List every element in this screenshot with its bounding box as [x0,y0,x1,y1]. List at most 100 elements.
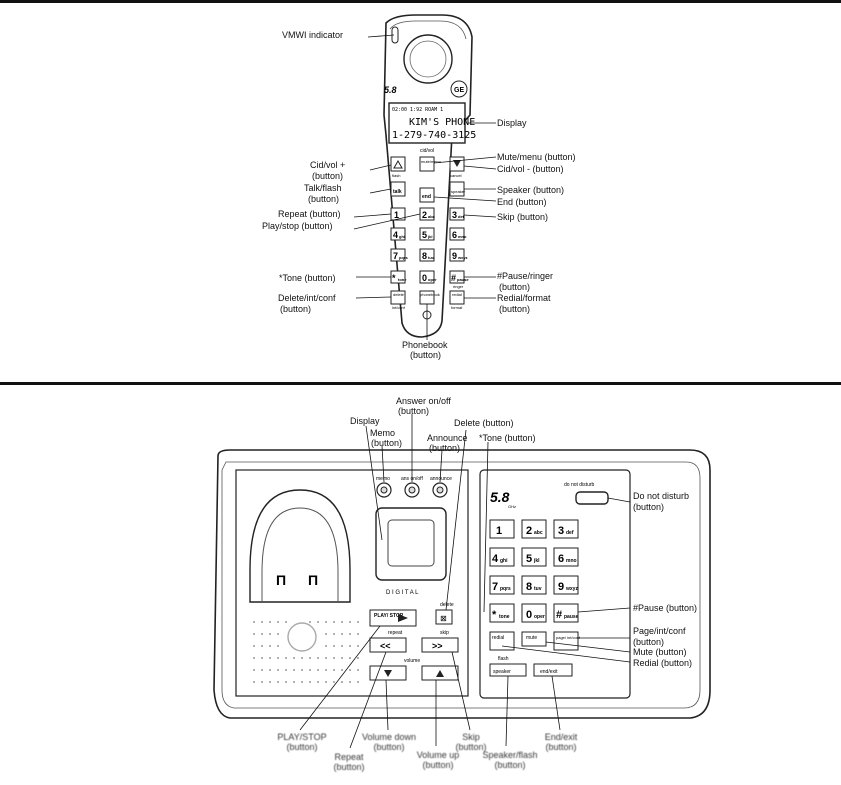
base-key-4[interactable] [489,547,515,567]
talk-key-label: talk [393,189,402,195]
base-vol-up-label-2: (button) [422,760,454,770]
key-star-letters: tone [398,277,407,282]
tone-label: *Tone (button) [279,273,336,283]
base-repeat-label-2: (button) [333,762,365,772]
base-delete-button[interactable] [435,609,453,625]
key-pound-symbol: # [451,273,456,283]
key-8-letters: tuv [428,255,435,260]
handset-display [388,102,466,144]
rewind-icon: << [380,641,391,651]
base-answer-label: Answer on/off [396,396,451,406]
base-display-window [387,519,435,567]
key-7[interactable] [390,248,406,262]
key-0-letters: oper [428,277,437,282]
play-stop-key-label: PLAY/ STOP [374,613,404,619]
base-end-exit-key-label: end/exit [540,669,558,675]
base-mute-label: Mute (button) [633,647,687,657]
key-4-letters: ghi [399,234,405,239]
base-display-label: Display [350,416,380,426]
base-skip-label: Skip [462,732,480,742]
key-9[interactable] [449,248,465,262]
key-4-digit: 4 [393,230,398,240]
base-key-5-digit: 5 [526,553,532,565]
base-key-7-letters: pqrs [500,586,511,592]
key-6[interactable] [449,227,465,241]
repeat-button[interactable] [369,637,407,653]
base-key-1[interactable] [489,519,515,539]
middle-rule [0,382,841,385]
key-3[interactable] [449,207,465,221]
base-page-label-2: (button) [633,637,665,647]
talk-flash-label-2: (button) [308,194,340,204]
redial-format-label-2: (button) [499,304,531,314]
redial-key-label: redial [452,292,462,297]
base-key-0[interactable] [521,603,547,623]
handset-brand-logo: 5.8 [384,85,397,95]
cid-vol-minus-label: Cid/vol - (button) [497,164,564,174]
phonebook-label: Phonebook [402,340,448,350]
key-0[interactable] [419,270,435,284]
base-key-9[interactable] [553,575,579,595]
base-key-8-digit: 8 [526,581,532,593]
base-key-pound-pause[interactable] [553,603,579,623]
key-3-letters: def [458,214,465,219]
skip-button[interactable] [421,637,459,653]
cid-vol-up-button[interactable] [390,156,406,172]
key-8[interactable] [419,248,435,262]
cid-vol-caption: cid/vol [420,148,434,154]
skip-caption: skip [440,630,449,636]
redial-format-button[interactable] [449,290,465,305]
delete-int-conf-button[interactable] [390,290,406,305]
key-4[interactable] [390,227,406,241]
page-int-conf-button[interactable] [553,631,579,651]
base-end-exit-button[interactable] [533,663,573,677]
cid-vol-plus-label-2: (button) [312,171,344,181]
volume-up-icon [436,670,444,677]
base-mute-button[interactable] [521,631,547,647]
key-6-letters: mno [458,234,467,239]
key-9-letters: wxyz [457,255,468,260]
base-play-stop-label: PLAY/STOP [277,732,327,742]
base-key-star-letters: tone [499,614,510,620]
play-stop-button[interactable] [369,609,417,627]
mute-menu-label: Mute/menu (button) [497,152,576,162]
base-leader-lines [299,414,631,749]
handset-cradle [249,489,351,603]
end-button[interactable] [419,187,435,203]
key-5-letters: jkl [427,234,432,239]
base-key-3[interactable] [553,519,579,539]
key-8-digit: 8 [422,251,427,261]
base-key-2-digit: 2 [526,525,532,537]
base-key-9-letters: wxyz [565,586,578,592]
base-ge-logo-icon [287,622,317,652]
base-vol-down-label-2: (button) [373,742,405,752]
base-key-0-letters: oper [534,614,545,620]
do-not-disturb-button[interactable] [575,491,609,505]
base-key-star-tone[interactable] [489,603,515,623]
triangle-down-icon [453,160,461,167]
base-key-6[interactable] [553,547,579,567]
cid-vol-plus-label: Cid/vol + [310,160,346,170]
base-key-5-letters: jkl [533,558,540,564]
base-delete-label: Delete (button) [454,418,514,428]
base-key-2[interactable] [521,519,547,539]
base-key-7[interactable] [489,575,515,595]
base-key-pound-letters: pause [564,614,579,620]
base-key-5[interactable] [521,547,547,567]
base-skip-label-2: (button) [455,742,487,752]
speaker-grille [253,621,359,683]
base-redial-button[interactable] [489,631,515,651]
phonebook-key-label: phonebook [420,292,440,297]
base-speaker-key-label: speaker [493,669,511,675]
mute-menu-button[interactable] [419,156,435,172]
key-5[interactable] [419,227,435,241]
page-key-label: page/ int/conf [556,635,581,640]
play-stop-label: Play/stop (button) [262,221,333,231]
key-9-digit: 9 [452,251,457,261]
base-key-8[interactable] [521,575,547,595]
base-key-4-letters: ghi [500,558,508,564]
repeat-caption: repeat [388,630,403,636]
top-rule [0,0,841,3]
base-announce-label: Announce [427,433,468,443]
base-diagram: Π Π memo ans on/off announce D I G I T A… [190,390,720,780]
